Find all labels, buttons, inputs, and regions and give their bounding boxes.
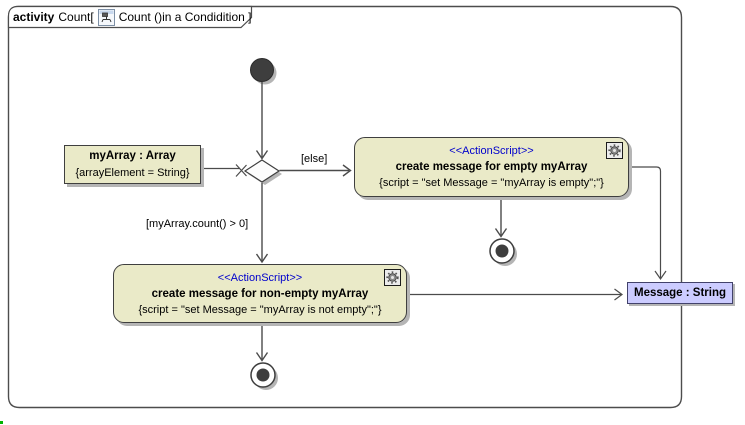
edge-nonempty-action-to-final[interactable] [255, 324, 269, 362]
frame-title-post: Count ()in a Condidition ] [118, 10, 252, 24]
activity-frame-border [7, 5, 683, 409]
edge-initial-to-decision[interactable] [255, 82, 269, 160]
action-name: create message for non-empty myArray [151, 288, 369, 300]
edge-decision-to-empty-action[interactable] [279, 164, 352, 177]
action-script-constraint: {script = "set Message = "myArray is emp… [379, 177, 604, 189]
gear-icon [384, 269, 401, 286]
frame-label-pentagon [7, 5, 253, 29]
edge-myarray-to-decision[interactable] [202, 164, 247, 177]
edge-nonempty-action-to-message[interactable] [408, 288, 624, 301]
action-node-empty-myarray[interactable]: <<ActionScript>> create message for empt… [354, 137, 629, 197]
action-stereotype: <<ActionScript>> [449, 145, 534, 157]
frame-label[interactable]: activity Count[ Count ()in a Condidition… [13, 8, 251, 26]
action-stereotype: <<ActionScript>> [217, 272, 303, 284]
object-node-constraint: {arrayElement = String} [75, 167, 190, 179]
object-node-name: Message : String [633, 287, 727, 299]
frame-keyword: activity [13, 10, 55, 24]
object-node-message[interactable]: Message : String [627, 282, 733, 304]
guard-label-count[interactable]: [myArray.count() > 0] [146, 218, 249, 230]
gear-icon [606, 142, 623, 159]
activity-final-node[interactable] [250, 362, 276, 388]
guard-label-else[interactable]: [else] [301, 153, 328, 165]
object-node-myarray[interactable]: myArray : Array {arrayElement = String} [64, 145, 201, 184]
initial-node[interactable] [250, 58, 274, 82]
action-script-constraint: {script = "set Message = "myArray is not… [138, 304, 382, 316]
activity-final-node[interactable] [489, 238, 515, 264]
decision-node[interactable] [243, 159, 281, 183]
edge-decision-to-nonempty-action[interactable] [255, 183, 269, 264]
action-name: create message for empty myArray [395, 161, 588, 173]
activity-diagram-icon [97, 8, 115, 26]
action-node-nonempty-myarray[interactable]: <<ActionScript>> create message for non-… [113, 264, 407, 323]
screen-artifact-pixel [0, 421, 3, 424]
edge-empty-action-to-final[interactable] [494, 199, 508, 238]
edge-empty-action-to-message[interactable] [631, 166, 667, 281]
object-node-name: myArray : Array [89, 150, 176, 162]
frame-title-pre: Count[ [58, 10, 94, 24]
